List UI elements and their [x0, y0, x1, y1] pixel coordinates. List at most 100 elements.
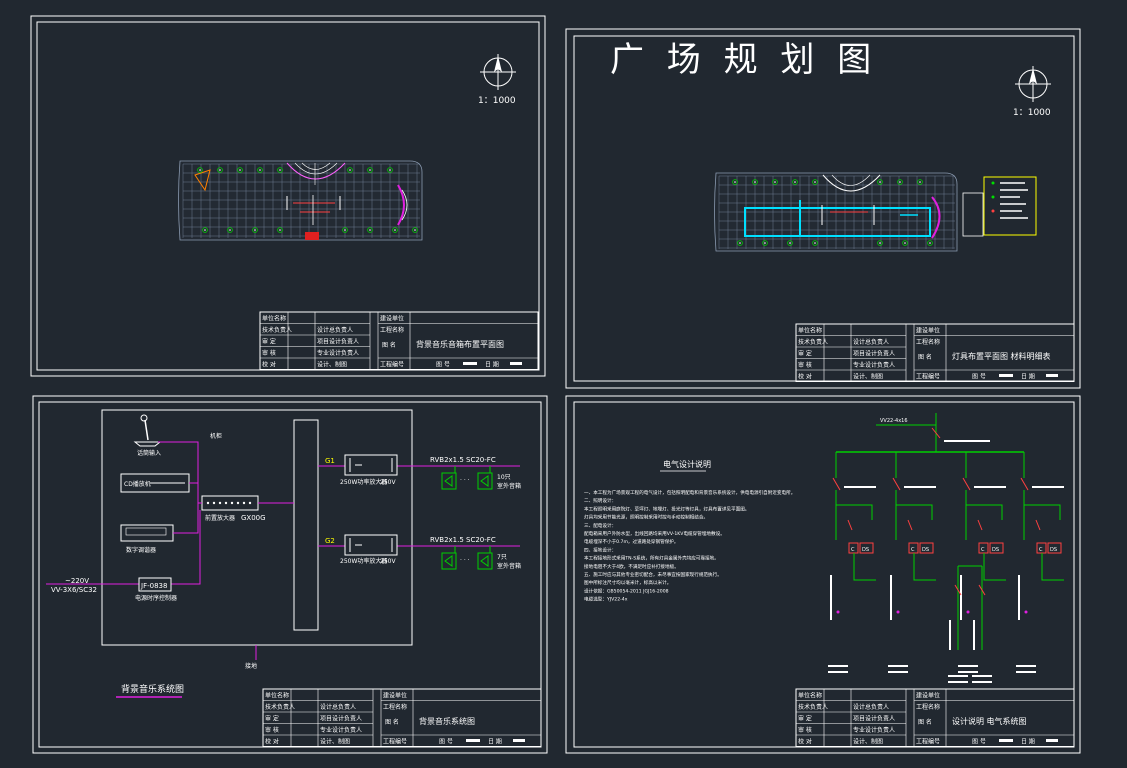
client-label: 建设单位 — [380, 315, 404, 323]
sheet-number-label: 图 号 — [436, 362, 450, 369]
speaker-group-1-icon — [441, 472, 493, 490]
title-block-role-label: 项目设计负责人 — [317, 338, 359, 346]
title-block-row-label: 审 定 — [265, 715, 279, 723]
design-note-line: 本工程照明采用庭院灯、草坪灯、地埋灯、投光灯等灯具，灯具布置详见平面图。 — [584, 505, 749, 512]
sheet-3-background-music-system[interactable]: 话筒输入 机柜 CD播放机 数字调谐器 前置放大器 GX00G — [32, 395, 548, 754]
sheet-2-scale: 1：1000 — [1013, 108, 1051, 118]
disconnect-label: DS — [862, 547, 869, 553]
project-label: 工程名称 — [380, 326, 404, 334]
project-label: 工程名称 — [916, 703, 940, 711]
drawing-name: 设计说明 电气系统图 — [952, 716, 1027, 726]
design-note-line: 二、照明设计： — [584, 497, 616, 504]
speaker-wiring — [454, 466, 491, 553]
design-note-line: 配电箱采用户外防水型，出线回路均采用VV-1KV电缆穿管埋地敷设。 — [584, 530, 725, 537]
title-block-role-label: 设计总负责人 — [320, 703, 356, 711]
preamp-code: GX00G — [241, 514, 266, 522]
sheet-2-lighting-layout[interactable]: 广 场 规 划 图 1：1000 — [565, 28, 1081, 389]
contactor-label: C — [981, 547, 985, 553]
title-block-row-label: 技术负责人 — [265, 703, 295, 711]
amplifier-1-icon — [344, 454, 398, 476]
sheet-number-label: 图 号 — [972, 739, 986, 746]
project-number-label: 工程编号 — [380, 361, 404, 369]
title-block-role-label: 项目设计负责人 — [853, 715, 895, 723]
mic-label: 话筒输入 — [137, 449, 161, 457]
title-block-row-label: 审 定 — [262, 338, 276, 346]
design-note-line: 四、接地设计： — [584, 546, 616, 553]
drawing-name-label: 图 名 — [385, 718, 399, 726]
design-note-line: 电缆埋深不小于0.7m，过道路处穿钢管保护。 — [584, 538, 678, 545]
sheet-1-scale: 1：1000 — [478, 96, 516, 106]
title-block-row-label: 校 对 — [265, 738, 279, 746]
drawing-name-label: 图 名 — [382, 341, 396, 349]
title-block-row-label: 审 定 — [798, 350, 812, 358]
amp-1-power: 250V — [380, 479, 396, 486]
client-label: 建设单位 — [916, 692, 940, 700]
title-block-role-label: 设计总负责人 — [853, 703, 889, 711]
ground-label: 接地 — [245, 662, 257, 670]
title-block-role-label: 专业设计负责人 — [853, 361, 895, 369]
project-number-label: 工程编号 — [383, 738, 407, 746]
project-number-label: 工程编号 — [916, 373, 940, 381]
design-note-line: 本工程接地形式采用TN-S系统，所有灯具金属外壳均应可靠接地。 — [584, 555, 719, 562]
power-input-cable: VV-3X6/SC32 — [51, 586, 97, 594]
design-note-line: 电缆选型：YJV22-4x — [584, 596, 628, 603]
speaker-group-2-count: 7只 — [497, 554, 507, 561]
design-notes-title: 电气设计说明 — [663, 459, 711, 469]
design-note-line: 设计依据：GB50054-2011 JGJ16-2008 — [584, 587, 669, 594]
title-block-role-label: 专业设计负责人 — [853, 726, 895, 734]
sheet-number-label: 图 号 — [972, 374, 986, 381]
title-block-row-label: 审 核 — [798, 361, 812, 369]
date-label: 日 期 — [485, 361, 499, 369]
disconnect-label: DS — [922, 547, 929, 553]
drawing-name: 背景音乐系统图 — [419, 716, 475, 726]
sheet-1-outer-border — [30, 15, 546, 377]
title-block-row-label: 技术负责人 — [798, 703, 828, 711]
sheet-4-electrical-system[interactable]: 电气设计说明 一、本工程为广场景观工程的电气设计，包括照明配电和背景音乐系统设计… — [565, 395, 1081, 754]
distribution-bus — [293, 419, 319, 631]
disconnect-label: DS — [992, 547, 999, 553]
design-note-line: 接地电阻不大于4欧，不满足时应补打接地极。 — [584, 563, 679, 570]
title-block-row-label: 审 定 — [798, 715, 812, 723]
drawing-name-label: 图 名 — [918, 353, 932, 361]
preamp-label: 前置放大器 — [205, 514, 235, 522]
equipment-rack-frame — [101, 409, 413, 646]
title-block-row-label: 单位名称 — [262, 315, 286, 323]
cable-spec-2: RVB2x1.5 SC20-FC — [430, 536, 496, 544]
title-block-row-label: 校 对 — [798, 373, 812, 381]
drawing-name: 背景音乐音箱布置平面图 — [416, 339, 504, 349]
title-block-row-label: 校 对 — [798, 738, 812, 746]
amp-2-label: 250W功率放大器 — [340, 557, 387, 565]
sheet-number-label: 图 号 — [439, 739, 453, 746]
sheet-1-site-plan — [178, 160, 423, 241]
microphone-icon — [133, 414, 162, 447]
power-input-voltage: ~220V — [65, 577, 89, 585]
contactor-label: C — [911, 547, 915, 553]
title-block-row-label: 审 核 — [798, 726, 812, 734]
power-sequencer-label: 电源时序控制器 — [135, 594, 177, 602]
amp-2-power: 250V — [380, 558, 396, 565]
title-block-role-label: 设计、制图 — [320, 738, 350, 746]
title-block-row-label: 技术负责人 — [262, 326, 292, 334]
title-block-role-label: 设计总负责人 — [317, 326, 353, 334]
speaker-group-1-count: 10只 — [497, 474, 511, 481]
signal-wiring — [46, 441, 520, 660]
project-label: 工程名称 — [916, 338, 940, 346]
disconnect-label: DS — [1050, 547, 1057, 553]
speaker-group-2-dots: · · · — [460, 557, 470, 564]
title-block-role-label: 项目设计负责人 — [853, 350, 895, 358]
title-block-role-label: 专业设计负责人 — [320, 726, 362, 734]
title-block-row-label: 审 核 — [265, 726, 279, 734]
title-block-role-label: 设计总负责人 — [853, 338, 889, 346]
sheet-2-site-plan — [714, 172, 1037, 252]
client-label: 建设单位 — [383, 692, 407, 700]
cd-label: CD播放机 — [124, 480, 151, 488]
speaker-group-2-icon — [441, 552, 493, 570]
date-label: 日 期 — [1021, 738, 1035, 746]
